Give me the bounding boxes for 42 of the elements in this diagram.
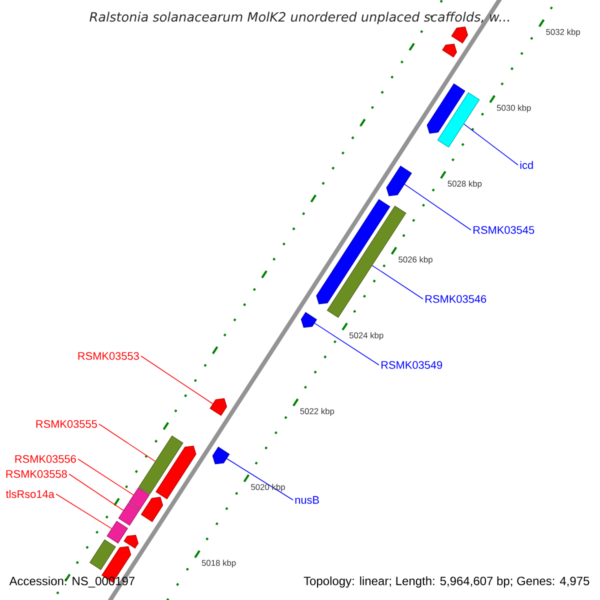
leader-line [314, 322, 380, 366]
gene-label: icd [520, 160, 533, 169]
gene-label: RSMK03556 [15, 455, 76, 463]
leader-line [68, 474, 124, 511]
scale-label: 5032 kbp [546, 28, 580, 37]
gene-block [212, 446, 230, 464]
scale-label: 5030 kbp [496, 104, 531, 112]
gene-block [156, 446, 196, 500]
scale-label: 5026 kbp [398, 256, 432, 264]
gene-label: nusB [295, 496, 319, 504]
gene-block [300, 312, 318, 328]
gene-bar [118, 502, 140, 526]
leader-line [98, 424, 156, 462]
gene-label: RSMK03553 [78, 352, 139, 360]
gene-block [442, 44, 457, 58]
title: Ralstonia solanacearum MolK2 unordered unplaced scaffolds, w... [90, 12, 510, 24]
leader-line [372, 265, 424, 300]
leader-line [56, 494, 112, 529]
gene-label: RSMK03546 [426, 295, 486, 303]
gene-label: RSMK03555 [36, 420, 97, 428]
gene-block [386, 166, 412, 196]
gene-label: RSMK03558 [6, 470, 67, 478]
accession-text: Accession: NS_000197 [9, 576, 134, 588]
scale-label: 5024 kbp [349, 332, 384, 340]
gene-label: tlsRso14a [6, 490, 54, 498]
scale-label: 5018 kbp [202, 560, 236, 568]
gene-block [210, 398, 228, 416]
gene-block [316, 199, 390, 304]
leader-line [464, 124, 518, 166]
gene-bar [437, 92, 480, 148]
gene-label: RSMK03549 [382, 361, 442, 369]
scale-label: 5020 kbp [251, 484, 285, 492]
gene-block [426, 83, 466, 134]
scale-label: 5022 kbp [300, 408, 334, 416]
leader-line [78, 458, 134, 496]
scale-label: 5028 kbp [448, 180, 482, 188]
leader-line [140, 356, 214, 404]
summary-text: Topology: linear; Length: 5,964,607 bp; Genes: 4,975 [304, 576, 590, 588]
gene-label: RSMK03545 [474, 226, 534, 234]
leader-line [226, 458, 294, 500]
gene-block [140, 496, 164, 522]
leader-line [404, 184, 472, 230]
